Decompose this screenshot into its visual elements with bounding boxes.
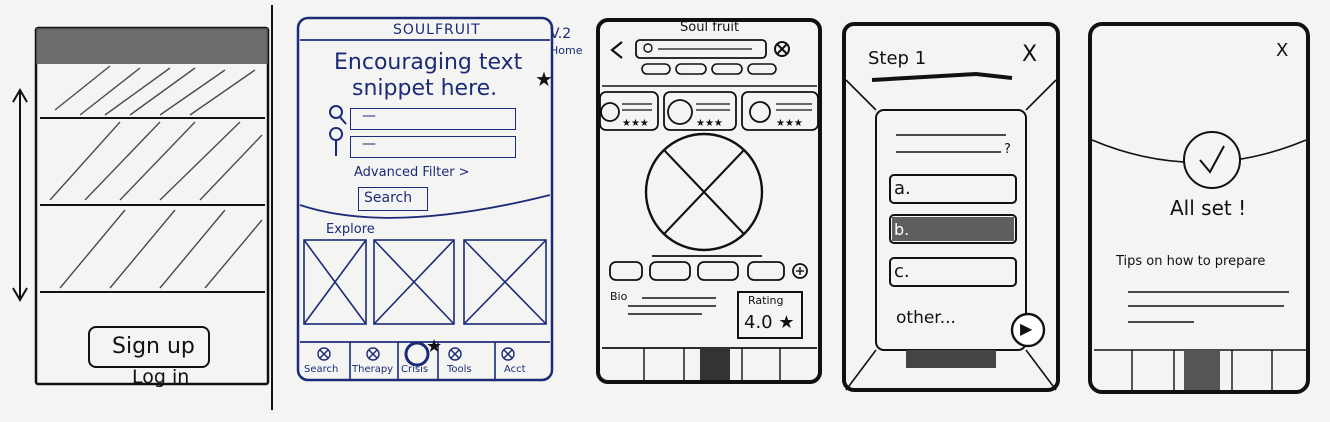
svg-text:★★★: ★★★: [622, 118, 649, 129]
close-icon[interactable]: X: [1276, 40, 1289, 61]
location-input-value: —: [362, 136, 376, 152]
frame-home: ★ ★ SOULFRUIT V.2 Home Encouraging text …: [290, 0, 590, 422]
nav-item-acct[interactable]: Acct: [504, 364, 526, 375]
frame-profile: ★★★ ★★★ ★★★: [592, 0, 832, 422]
frame-step-drawing: [842, 22, 1060, 392]
other-option[interactable]: other...: [896, 308, 956, 328]
nav-item-crisis[interactable]: Crisis: [401, 364, 429, 375]
option-a[interactable]: a.: [894, 178, 911, 199]
home-note: Home: [550, 44, 583, 57]
frame-profile-drawing: ★★★ ★★★ ★★★: [596, 18, 822, 384]
frame-step: Step 1 X ? a. b. c. other... ▶: [836, 0, 1076, 422]
next-icon[interactable]: ▶: [1020, 319, 1033, 338]
search-input[interactable]: [350, 108, 516, 130]
search-input-value: —: [362, 108, 376, 124]
svg-text:★★★: ★★★: [776, 118, 803, 129]
signup-button-label: Sign up: [112, 334, 195, 359]
app-title: Soul fruit: [680, 20, 740, 35]
rating-value: 4.0 ★: [744, 312, 795, 333]
login-link[interactable]: Log in: [132, 366, 190, 388]
headline-line2: snippet here.: [352, 76, 498, 101]
signup-button[interactable]: [88, 326, 210, 368]
nav-item-therapy[interactable]: Therapy: [352, 364, 394, 375]
app-title: SOULFRUIT: [393, 22, 481, 38]
option-b[interactable]: b.: [894, 220, 910, 239]
version-note: V.2: [550, 26, 572, 42]
nav-item-tools[interactable]: Tools: [447, 364, 472, 375]
explore-label: Explore: [326, 222, 375, 237]
frame-signup-drawing: [12, 5, 273, 410]
frame-signup: Sign up Log in: [0, 0, 280, 422]
frame-all-set: X All set ! Tips on how to prepare: [1084, 0, 1330, 422]
frame-home-drawing: ★ ★: [296, 16, 554, 382]
svg-text:★: ★: [426, 336, 442, 357]
tips-heading: Tips on how to prepare: [1116, 254, 1266, 269]
step-label: Step 1: [868, 48, 927, 69]
close-icon[interactable]: X: [1022, 42, 1038, 67]
location-input[interactable]: [350, 136, 516, 158]
search-button[interactable]: [358, 187, 428, 211]
frame-all-set-drawing: [1088, 22, 1310, 394]
option-c[interactable]: c.: [894, 261, 910, 282]
bio-label: Bio: [610, 290, 628, 303]
rating-label: Rating: [748, 294, 784, 307]
advanced-filter-link[interactable]: Advanced Filter >: [354, 165, 470, 180]
nav-item-search[interactable]: Search: [304, 364, 339, 375]
svg-text:★: ★: [535, 67, 553, 91]
question-mark: ?: [1004, 142, 1011, 157]
search-button-label: Search: [364, 190, 413, 206]
all-set-heading: All set !: [1170, 196, 1247, 220]
svg-text:★★★: ★★★: [696, 118, 723, 129]
headline-line1: Encouraging text: [334, 50, 523, 75]
